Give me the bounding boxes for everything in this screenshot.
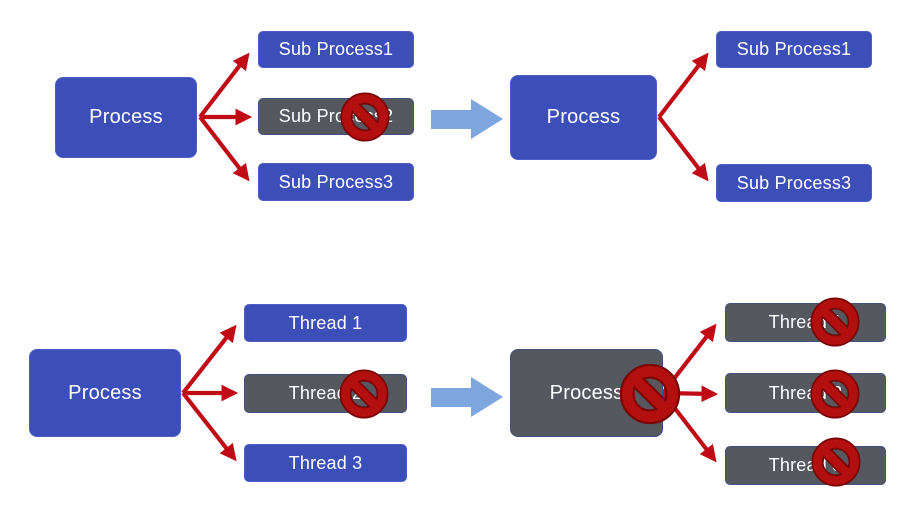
process-node-terminated: Process [510, 349, 663, 437]
thread-label: Thread 1 [288, 312, 363, 333]
sub-process-node: Sub Process3 [716, 164, 872, 202]
process-label: Process [546, 106, 621, 128]
thread-node: Thread 1 [244, 304, 407, 342]
thread-node-terminated: Thread 3 [725, 446, 886, 485]
process-node: Process [29, 349, 181, 437]
sub-process-node: Sub Process1 [258, 31, 414, 68]
sub-process-node-terminated: Sub Process2 [258, 98, 414, 135]
right-block-arrow-icon [431, 377, 503, 417]
sub-process-label: Sub Process3 [736, 172, 852, 193]
sub-process-label: Sub Process1 [736, 39, 852, 59]
sub-process-label: Sub Process1 [278, 39, 394, 59]
process-after-arrows [657, 52, 709, 182]
sub-process-label: Sub Process3 [278, 171, 394, 192]
thread-label: Thread 3 [768, 455, 843, 475]
process-label: Process [68, 381, 142, 404]
sub-process-node: Sub Process3 [258, 163, 414, 201]
thread-node-terminated: Thread 2 [244, 374, 407, 413]
process-node: Process [55, 77, 197, 158]
thread-before-arrows [181, 324, 239, 462]
thread-after-arrows [661, 323, 719, 463]
thread-node: Thread 3 [244, 444, 407, 482]
sub-process-node: Sub Process1 [716, 31, 872, 68]
thread-node-terminated: Thread 1 [725, 303, 886, 342]
process-label: Process [89, 106, 163, 128]
thread-label: Thread 3 [288, 452, 363, 473]
process-label: Process [549, 381, 624, 404]
process-node: Process [510, 75, 657, 160]
thread-label: Thread 1 [768, 312, 843, 332]
thread-label: Thread 2 [768, 382, 843, 403]
thread-node-terminated: Thread 2 [725, 373, 886, 413]
thread-label: Thread 2 [288, 383, 363, 403]
right-block-arrow-icon [431, 99, 503, 139]
sub-process-label: Sub Process2 [278, 106, 394, 126]
process-before-arrows [198, 52, 253, 182]
